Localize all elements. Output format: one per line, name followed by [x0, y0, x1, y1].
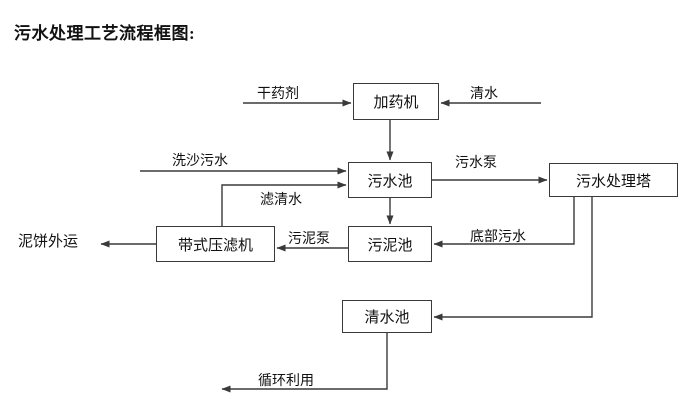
node-label: 加药机: [373, 95, 419, 111]
page-title: 污水处理工艺流程框图:: [14, 24, 196, 43]
node-sewage-pool[interactable]: 污水池: [348, 162, 432, 198]
node-belt-press[interactable]: 带式压滤机: [156, 226, 275, 262]
terminal-label-mud-cake-out: 泥饼外运: [18, 234, 79, 250]
connector-tower-to-sludge-pool: [433, 197, 575, 248]
node-label: 带式压滤机: [177, 237, 253, 254]
edge-label-dry-agent: 干药剂: [257, 87, 299, 102]
edge-label-sewage-pump: 污水泵: [455, 156, 497, 171]
node-label: 污水池: [367, 173, 413, 190]
node-clean-pool[interactable]: 清水池: [342, 300, 432, 333]
node-label: 污水处理塔: [575, 173, 651, 190]
connector-clean-pool-to-recycle: [221, 333, 388, 393]
connector-filtrate-to-sewage-pool: [221, 181, 347, 226]
connector-tower-to-clean-pool: [433, 197, 593, 321]
node-sludge-pool[interactable]: 污泥池: [348, 226, 432, 262]
edge-label-bottom-sewage: 底部污水: [470, 230, 526, 245]
node-dosing-machine[interactable]: 加药机: [353, 83, 439, 120]
edge-label-sand-wash-sewage: 洗沙污水: [172, 154, 228, 169]
node-label: 清水池: [364, 310, 410, 326]
edge-label-recycle-reuse: 循环利用: [258, 374, 314, 389]
edge-label-filtrate-water: 滤清水: [260, 193, 302, 208]
node-treatment-tower[interactable]: 污水处理塔: [549, 163, 678, 197]
edge-label-sludge-pump: 污泥泵: [288, 232, 330, 247]
edge-label-clean-water: 清水: [470, 87, 498, 102]
node-label: 污泥池: [367, 237, 413, 254]
